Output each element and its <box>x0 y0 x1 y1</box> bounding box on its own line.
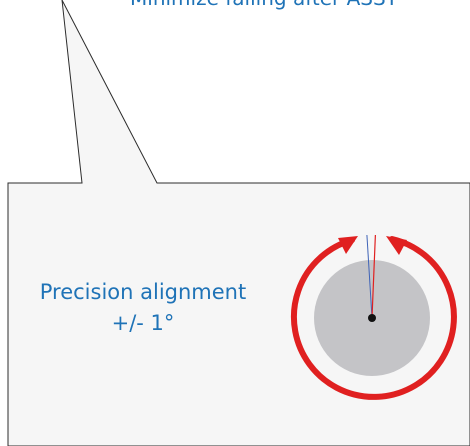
reference-line-blue <box>366 235 373 319</box>
rotation-alignment-dial-icon <box>290 235 457 400</box>
rotation-arrow-ring <box>290 236 457 400</box>
top-caption: Minimize falling after ASST <box>130 0 470 10</box>
left-arrowhead-icon <box>338 236 358 254</box>
alignment-needle-red <box>371 235 376 319</box>
alignment-spec-label: Precision alignment +/- 1° <box>18 277 268 339</box>
alignment-title: Precision alignment <box>39 280 247 304</box>
pivot-point <box>368 314 376 322</box>
right-arrowhead-icon <box>386 236 407 255</box>
alignment-tolerance: +/- 1° <box>111 311 175 335</box>
